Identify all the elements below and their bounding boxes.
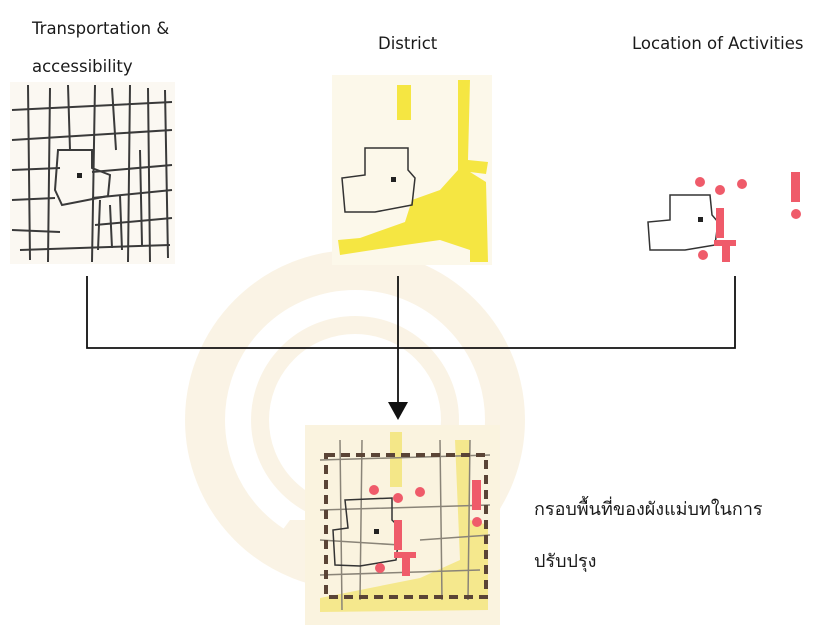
- district-label: District: [378, 34, 438, 53]
- master-plan-frame: [324, 453, 488, 599]
- combined-map: [305, 425, 500, 625]
- connector-lines: [86, 276, 736, 402]
- transportation-label: Transportation & accessibility: [32, 19, 170, 76]
- activities-map: [647, 172, 801, 262]
- arrow-head: [388, 402, 408, 420]
- activities-label: Location of Activities: [632, 34, 804, 53]
- master-plan-caption: กรอบพื้นที่ของผังแม่บทในการปรับปรุง: [534, 499, 763, 572]
- transportation-map: [10, 82, 175, 264]
- district-map: [332, 75, 492, 265]
